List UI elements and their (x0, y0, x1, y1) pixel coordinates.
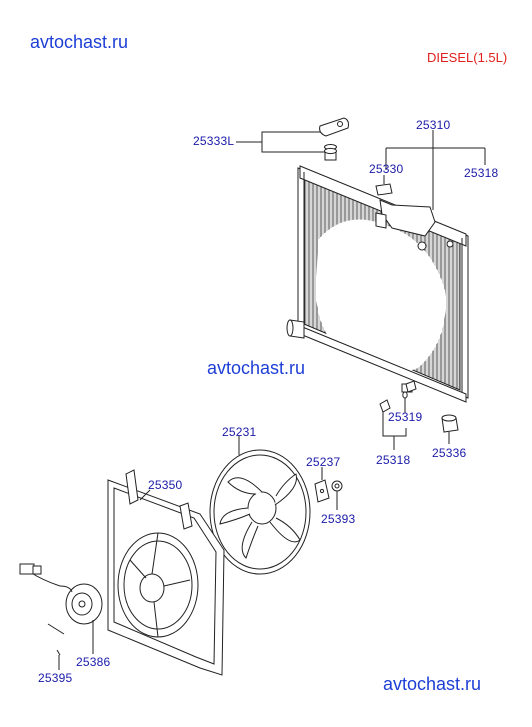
part-label-25237: 25237 (306, 455, 341, 469)
part-label-25231: 25231 (222, 425, 257, 439)
drain-plug-parts (379, 380, 417, 413)
watermark-middle: avtochast.ru (207, 358, 306, 378)
fan-motor (19, 563, 103, 635)
watermark-bottom-right: avtochast.ru (383, 674, 482, 694)
part-label-25336: 25336 (432, 446, 467, 460)
radiator-assembly (286, 144, 469, 403)
part-label-25330: 25330 (369, 162, 404, 176)
radiator-bracket (319, 117, 349, 161)
leader-lines (58, 130, 486, 670)
engine-variant-label: DIESEL(1.5L) (427, 50, 508, 65)
part-label-25318-bottom: 25318 (376, 453, 411, 467)
part-label-25386: 25386 (76, 655, 111, 669)
cooling-fan (209, 449, 311, 575)
part-label-25319: 25319 (388, 410, 423, 424)
part-label-25395: 25395 (38, 671, 73, 685)
fan-plate-and-washer (314, 479, 343, 503)
part-label-25310: 25310 (416, 118, 451, 132)
part-label-25333l: 25333L (193, 134, 235, 148)
part-label-25350: 25350 (148, 478, 183, 492)
part-label-25318-top: 25318 (464, 166, 499, 180)
clip-25395 (56, 649, 61, 656)
part-label-25393: 25393 (321, 512, 356, 526)
radiator-cap (375, 183, 393, 196)
mount-rubber (441, 414, 459, 433)
watermark-top-left: avtochast.ru (30, 32, 129, 52)
fan-shroud (107, 469, 225, 676)
